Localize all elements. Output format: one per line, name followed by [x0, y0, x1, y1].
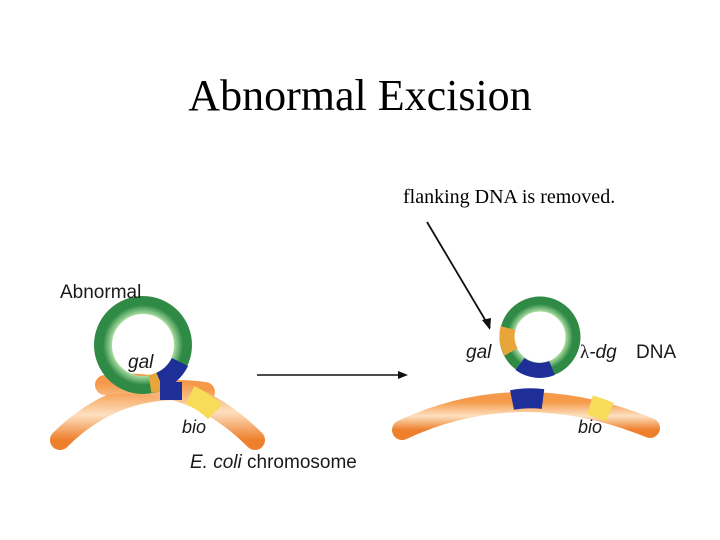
- right-gal-label: gal: [466, 342, 492, 363]
- left-gal-label: gal: [128, 352, 154, 373]
- left-crossing-blue: [160, 382, 182, 400]
- lambda-dg-ring: [499, 296, 581, 378]
- chromosome-label: E. coli chromosome: [190, 452, 357, 473]
- right-panel: gal λ-dg DNA bio: [392, 296, 676, 440]
- slide-title: Abnormal Excision: [188, 71, 532, 120]
- right-gal-segment: [499, 326, 518, 356]
- chromosome-word: chromosome: [242, 452, 357, 473]
- right-att-segment: [510, 388, 545, 410]
- left-panel: Abnormal gal bio E. coli chromosome: [50, 282, 357, 473]
- annotation-pointer: [426, 221, 491, 329]
- chromosome-species: E. coli: [190, 452, 243, 473]
- dg-text: -dg: [589, 342, 617, 363]
- annotation-text: flanking DNA is removed.: [403, 186, 616, 208]
- right-ring-blue-segment: [515, 357, 555, 378]
- right-bio-label: bio: [578, 417, 602, 437]
- left-bio-segment: [185, 385, 223, 420]
- right-bio-segment: [587, 395, 614, 422]
- left-att-segment: [155, 357, 189, 390]
- reaction-arrow-head: [398, 371, 408, 379]
- left-gal-segment: [148, 372, 164, 393]
- left-abnormal-label: Abnormal: [60, 282, 141, 303]
- lambda-dg-label: λ-dg: [580, 342, 617, 363]
- left-bio-label: bio: [182, 417, 206, 437]
- annotation-pointer-head: [482, 318, 491, 330]
- lambda-symbol: λ: [580, 342, 590, 363]
- dna-label: DNA: [636, 342, 676, 363]
- left-prophage-ring: [94, 296, 192, 394]
